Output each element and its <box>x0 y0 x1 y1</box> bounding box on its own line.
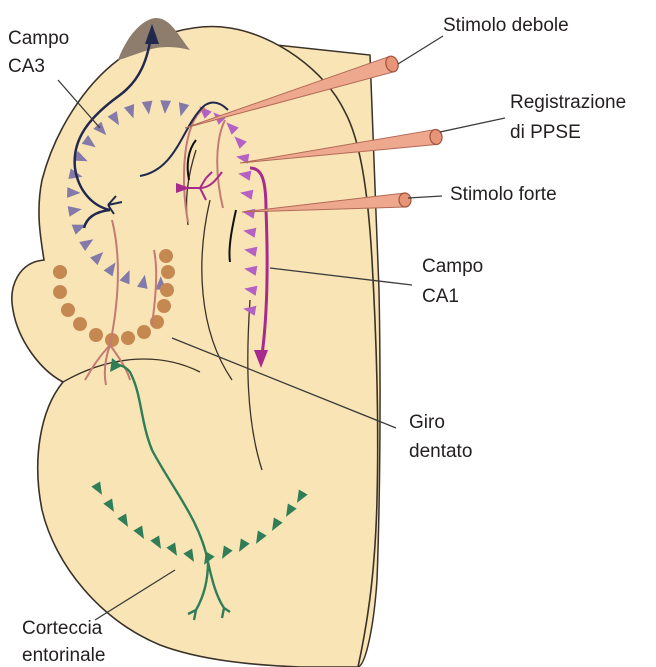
granule-cell-icon <box>53 285 67 299</box>
label-corteccia-entorinale: Corteccia entorinale <box>22 618 108 666</box>
label-campo-ca3-line1: Campo <box>8 28 69 49</box>
granule-cell-icon <box>137 325 151 339</box>
granule-cell-icon <box>161 265 175 279</box>
granule-cell-icon <box>160 283 174 297</box>
leader-stimolo-debole <box>398 36 443 64</box>
label-registrazione-line2: di PPSE <box>510 122 581 143</box>
label-campo-ca1-line2: CA1 <box>422 286 459 307</box>
label-giro-dentato-line2: dentato <box>409 441 472 462</box>
label-campo-ca1: Campo CA1 <box>422 256 489 307</box>
label-corteccia-line1: Corteccia <box>22 618 103 639</box>
granule-cell-icon <box>73 317 87 331</box>
label-giro-dentato: Giro dentato <box>409 412 472 462</box>
label-stimolo-debole: Stimolo debole <box>443 15 569 36</box>
leader-stimolo-forte <box>408 196 442 198</box>
label-campo-ca3: Campo CA3 <box>8 28 75 77</box>
granule-cell-icon <box>157 299 171 313</box>
label-campo-ca3-line2: CA3 <box>8 56 45 77</box>
label-giro-dentato-line1: Giro <box>409 412 445 433</box>
granule-cell-icon <box>53 265 67 279</box>
granule-cell-icon <box>159 249 173 263</box>
granule-cell-icon <box>89 328 103 342</box>
label-corteccia-line2: entorinale <box>22 645 105 666</box>
leader-registrazione <box>440 118 505 132</box>
electrode-tip-icon <box>399 193 412 208</box>
granule-cell-icon <box>121 331 135 345</box>
label-stimolo-forte: Stimolo forte <box>450 184 557 205</box>
label-registrazione: Registrazione di PPSE <box>510 92 631 143</box>
label-registrazione-line1: Registrazione <box>510 92 626 113</box>
label-campo-ca1-line1: Campo <box>422 256 483 277</box>
granule-cell-icon <box>61 303 75 317</box>
